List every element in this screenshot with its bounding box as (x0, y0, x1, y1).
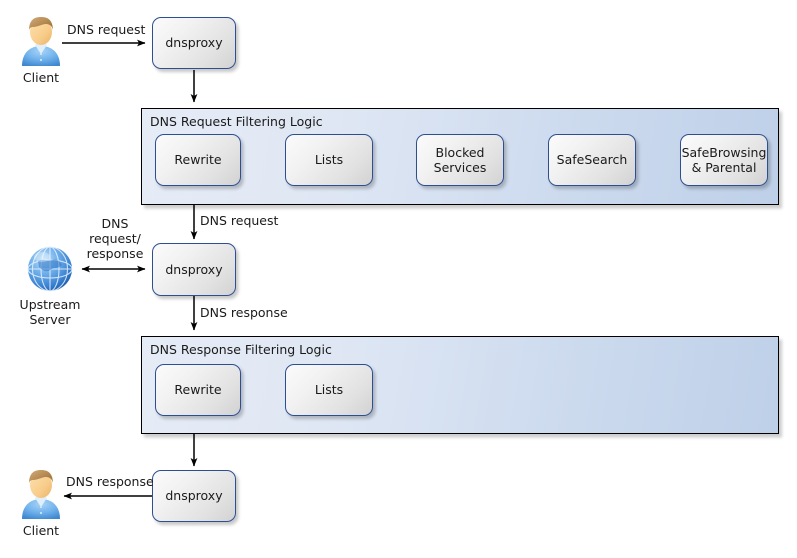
dnsproxy-top-node[interactable]: dnsproxy (152, 17, 236, 69)
edge-label-upstream-exchange-line3: response (86, 246, 144, 261)
globe-icon (24, 243, 76, 295)
stage-lists-response[interactable]: Lists (285, 364, 373, 416)
dnsproxy-top-label: dnsproxy (165, 35, 223, 51)
dnsproxy-bottom-label: dnsproxy (165, 488, 223, 504)
actor-label-client-bottom: Client (22, 523, 60, 538)
request-filtering-title: DNS Request Filtering Logic (150, 114, 323, 129)
stage-rewrite-response-label: Rewrite (174, 382, 222, 398)
stage-rewrite-response[interactable]: Rewrite (155, 364, 241, 416)
stage-safebrowsing-parental-label-line1: SafeBrowsing (681, 144, 767, 160)
stage-blocked-services-label-line1: Blocked (435, 144, 485, 160)
stage-lists-response-label: Lists (314, 382, 344, 398)
stage-rewrite-request[interactable]: Rewrite (155, 134, 241, 186)
stage-rewrite-request-label: Rewrite (174, 152, 222, 168)
dnsproxy-middle-label: dnsproxy (165, 261, 223, 277)
edge-label-upstream-exchange-line2: request/ (89, 231, 141, 246)
dnsproxy-bottom-node[interactable]: dnsproxy (152, 470, 236, 522)
response-filtering-title: DNS Response Filtering Logic (150, 342, 332, 357)
stage-safebrowsing-parental[interactable]: SafeBrowsing & Parental (680, 134, 768, 186)
edge-label-upstream-exchange: DNS request/ response (84, 216, 146, 261)
actor-label-upstream-line1: Upstream (19, 297, 81, 312)
response-filtering-container (141, 336, 779, 434)
stage-blocked-services-label-line2: Services (433, 160, 487, 175)
edge-label-proxy-to-response-filter: DNS response (200, 305, 288, 320)
stage-blocked-services[interactable]: Blocked Services (416, 134, 504, 186)
stage-safesearch-label: SafeSearch (556, 152, 628, 168)
dnsproxy-middle-node[interactable]: dnsproxy (152, 243, 236, 296)
actor-label-upstream-line2: Server (29, 312, 71, 327)
edge-label-client-to-proxy: DNS request (67, 22, 146, 37)
stage-safesearch[interactable]: SafeSearch (548, 134, 636, 186)
edge-label-upstream-exchange-line1: DNS (101, 216, 129, 231)
stage-lists-request-label: Lists (314, 152, 344, 168)
actor-label-upstream: Upstream Server (6, 297, 94, 327)
stage-lists-request[interactable]: Lists (285, 134, 373, 186)
edge-label-proxy-to-request-filter: DNS request (200, 213, 279, 228)
stage-safebrowsing-parental-label-line2: & Parental (691, 160, 757, 175)
user-avatar-icon (18, 14, 64, 66)
actor-label-client-top: Client (22, 70, 60, 85)
edge-label-proxy-to-client: DNS response (66, 474, 154, 489)
user-avatar-icon (18, 467, 64, 519)
